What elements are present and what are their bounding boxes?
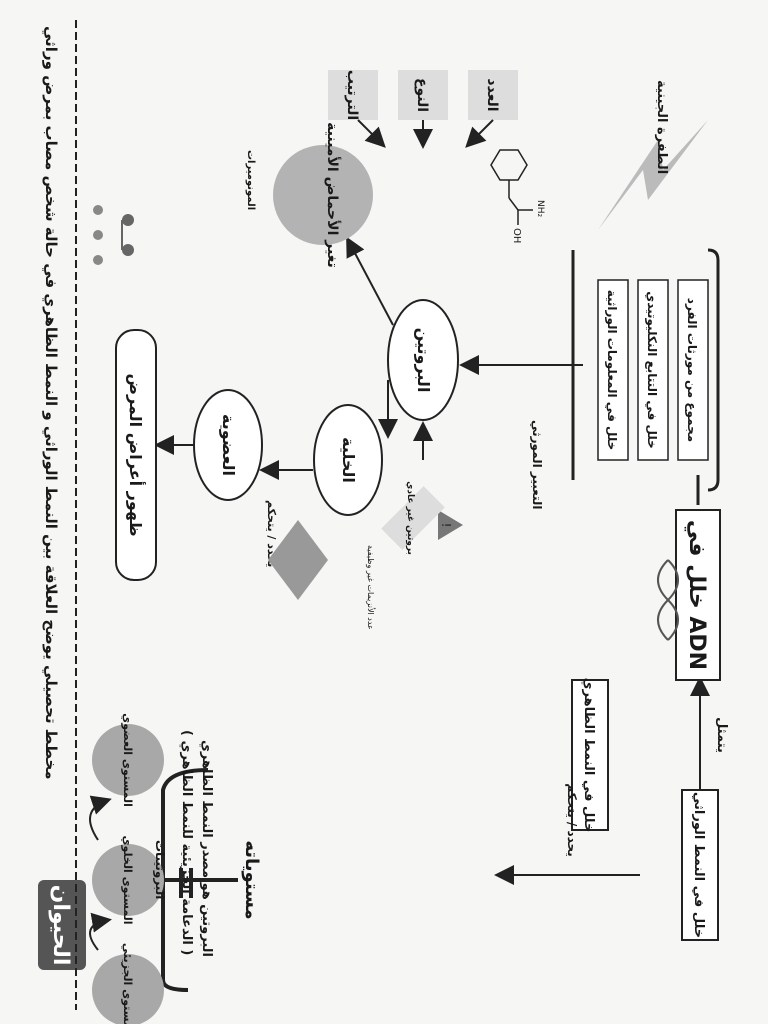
lightning-icon (598, 120, 708, 230)
cause-box-1 (677, 279, 709, 461)
cause-2: خلل في التتابع النكليوتيدي (644, 291, 659, 449)
level-cell: المستوى الخلوي (121, 835, 134, 924)
disease-box (115, 329, 157, 581)
cell-label: الخلية (339, 437, 358, 483)
level-organ: المستوى العضوي (121, 713, 134, 807)
levels-label: مستوياته (241, 840, 262, 919)
controls-label-low: يحدد / يتحكم (265, 500, 278, 567)
protein-cloud (387, 299, 459, 421)
aa-prop-type-box (398, 70, 448, 120)
amino-acid-molecule-icon (490, 149, 533, 225)
aa-change-circle (273, 145, 373, 245)
cause-3: خلل في المعلومات الوراثية (604, 290, 619, 451)
adn-defect: خلل في ADN (684, 520, 709, 670)
organism-cloud (193, 389, 263, 501)
level-molecular-circle (92, 954, 164, 1024)
protein-note-2: ( الدعامة الجزيئية للنمط الظاهري ) (179, 730, 194, 955)
causes-bracket (707, 248, 720, 492)
adn-defect-box (675, 509, 721, 681)
protein-to-aa-arrow (346, 236, 394, 326)
aa-prop-count-box (468, 70, 518, 120)
phenotype-defect: خلل في النمط الظاهري (581, 678, 596, 833)
level-organ-circle (92, 724, 164, 796)
disease-label: ظهور أعراض المرض (126, 373, 146, 536)
aa-prop-type: النوع (414, 78, 430, 112)
level-cell-circle (92, 844, 164, 916)
aa-prop-count: العدد (484, 78, 500, 111)
title-badge-box (38, 880, 86, 970)
protein-label: البروتين (414, 328, 433, 393)
aa-prop-order-box (328, 70, 378, 120)
cause-box-3 (597, 279, 629, 461)
subtitle: مخطط تحصيلي يوضح العلاقة بين النمط الورا… (41, 26, 60, 780)
protein-note: البروتين هو مصدر النمط الظاهري (199, 740, 214, 957)
controls-label-top: يحدد / يتحكم (565, 783, 579, 856)
cause-1: مجموع من مورثات الفرد (684, 298, 699, 442)
expression-label: التعبير المورثي (529, 420, 544, 509)
oh-label: OH (511, 228, 522, 243)
title-badge: الحيوان (48, 885, 73, 966)
warning-icon (438, 510, 463, 540)
book-icon (268, 520, 328, 600)
cause-box-2 (637, 279, 669, 461)
abnormal-protein: بروتين غير عادي (405, 481, 415, 555)
mutation-label: الطفرة الجينية (654, 80, 669, 174)
family-tree-icon (93, 205, 134, 265)
aa-prop-order: الترتيب (344, 70, 360, 120)
aa-change: تغير الأحماض الأمينية (324, 122, 341, 268)
abnormal-protein-diamond (381, 486, 445, 550)
monomers-label: المونوميرات (245, 150, 256, 210)
equals-bar-1 (189, 868, 193, 898)
cell-cloud (313, 404, 383, 516)
level-arrow-2 (89, 795, 112, 841)
nh2-label: NH₂ (535, 200, 545, 218)
organism-label: العضوية (219, 414, 238, 476)
level-molecular: المستوى الجزيئي (121, 943, 134, 1024)
genotype-defect: خلل في النمط الوراثي (691, 792, 706, 938)
level-arrow-1 (89, 912, 112, 951)
represents-label: يتمثل (714, 717, 729, 753)
phenotype-defect-box (571, 679, 609, 831)
abnormal-enzymes: عدد الأنزيمات غير وظيفية (366, 545, 376, 630)
equals-bar-2 (179, 868, 183, 898)
proteins-label: البروتينات (152, 840, 167, 899)
svg-text:!: ! (439, 523, 453, 528)
